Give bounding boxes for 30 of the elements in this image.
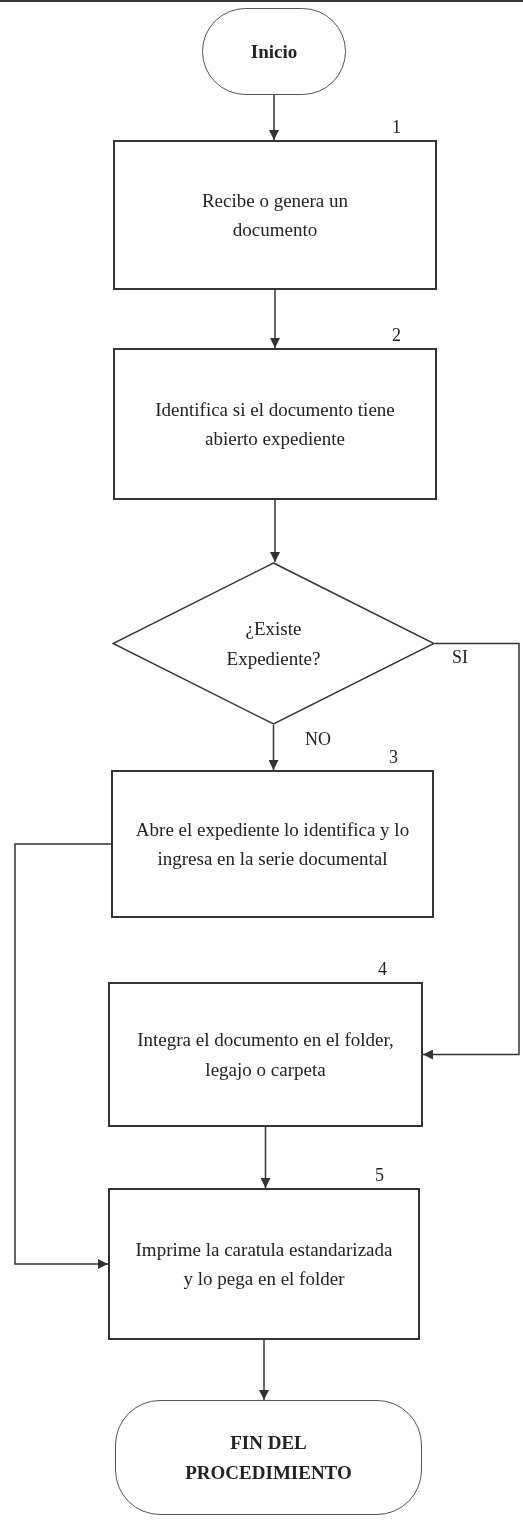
process-box bbox=[113, 140, 437, 290]
arrow bbox=[259, 1339, 269, 1401]
arrow bbox=[269, 94, 279, 141]
step-number: 1 bbox=[392, 118, 401, 136]
step-text: Abre el expediente lo identifica y lo ingresa en la serie documental bbox=[134, 817, 411, 871]
step-number: 5 bbox=[375, 1166, 384, 1184]
step-text: Imprime la caratula estandarizada y lo pega en el folder bbox=[134, 1237, 394, 1291]
arrow bbox=[422, 642, 520, 1060]
process-box bbox=[108, 1188, 420, 1340]
step-text: Identifica si el documento tiene abierto expediente bbox=[155, 397, 395, 451]
process-box bbox=[111, 770, 434, 918]
step-number: 4 bbox=[378, 960, 387, 978]
terminal-label: Inicio bbox=[250, 39, 298, 64]
arrow bbox=[14, 843, 112, 1269]
terminal-shape bbox=[115, 1400, 422, 1515]
edge-label: SI bbox=[452, 648, 468, 666]
terminal-label: FIN DEL PROCEDIMIENTO bbox=[184, 1431, 353, 1485]
step-text: ¿Existe Expediente? bbox=[225, 617, 322, 671]
step-text: Integra el documento en el folder, legajo o carpeta bbox=[136, 1028, 395, 1082]
decision-diamond bbox=[112, 562, 435, 725]
process-box bbox=[113, 348, 437, 500]
process-box bbox=[108, 982, 423, 1127]
step-number: 2 bbox=[392, 326, 401, 344]
step-text: Recibe o genera un documento bbox=[200, 188, 350, 242]
arrow bbox=[260, 1126, 271, 1189]
arrow bbox=[270, 499, 280, 563]
arrow bbox=[270, 289, 280, 349]
arrow bbox=[268, 724, 279, 771]
edge-label: NO bbox=[305, 730, 331, 748]
step-number: 3 bbox=[389, 748, 398, 766]
